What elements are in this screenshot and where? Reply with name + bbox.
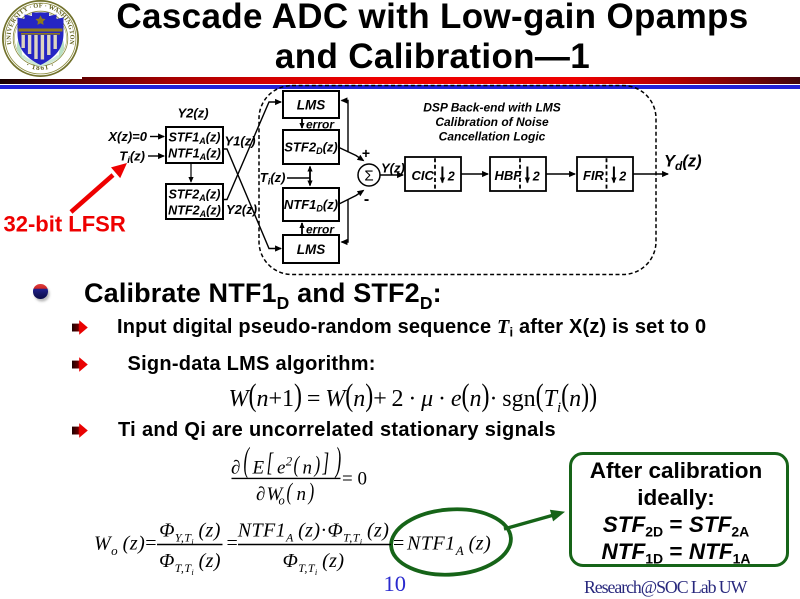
svg-text:LMS: LMS — [297, 242, 326, 257]
svg-text:Research@SOC Lab UW: Research@SOC Lab UW — [584, 577, 748, 597]
svg-text:10: 10 — [384, 571, 407, 596]
svg-text:∂: ∂ — [231, 457, 240, 478]
svg-text:FIR: FIR — [583, 168, 605, 183]
svg-text:[: [ — [267, 447, 275, 477]
svg-text:NTF1A (z): NTF1A (z) — [406, 533, 491, 559]
svg-text:]: ] — [322, 447, 329, 477]
svg-text:Y1(z): Y1(z) — [225, 134, 256, 149]
svg-text:∂: ∂ — [256, 484, 265, 505]
svg-text:NTF1A(z): NTF1A(z) — [168, 147, 221, 163]
svg-text:= 0: = 0 — [342, 468, 367, 489]
svg-text:Calibration of Noise: Calibration of Noise — [435, 115, 549, 129]
svg-text:o: o — [279, 494, 285, 508]
svg-text:+: + — [362, 145, 370, 161]
svg-text:2: 2 — [447, 170, 455, 184]
svg-text:2: 2 — [618, 170, 626, 184]
svg-text:STF1A(z): STF1A(z) — [169, 131, 221, 147]
svg-text:n: n — [303, 457, 313, 478]
svg-text:): ) — [314, 452, 321, 477]
svg-text:DSP Back-end with LMS: DSP Back-end with LMS — [423, 100, 561, 114]
svg-text:X(z)=0: X(z)=0 — [107, 129, 147, 144]
svg-text:NTF1D(z): NTF1D(z) — [284, 197, 338, 214]
svg-text:): ) — [334, 439, 341, 478]
svg-text:Y2(z): Y2(z) — [226, 202, 257, 217]
svg-text:W: W — [267, 484, 285, 505]
svg-text:(: ( — [287, 478, 294, 506]
svg-text:32-bit LFSR: 32-bit LFSR — [4, 211, 126, 236]
svg-text:2: 2 — [286, 454, 293, 469]
svg-text:Y(z): Y(z) — [381, 161, 405, 176]
svg-text:Cancellation Logic: Cancellation Logic — [439, 129, 546, 143]
svg-text:HBF: HBF — [495, 168, 523, 183]
svg-text:=: = — [393, 533, 404, 555]
svg-text:(: ( — [294, 452, 301, 477]
svg-text:error: error — [306, 223, 335, 237]
svg-text:Y2(z): Y2(z) — [177, 106, 208, 121]
svg-text:Wo (z)=: Wo (z)= — [94, 533, 157, 559]
svg-text:2: 2 — [532, 170, 540, 184]
svg-text:E: E — [252, 457, 265, 478]
svg-text:Ti(z): Ti(z) — [260, 170, 286, 188]
svg-text:CIC: CIC — [412, 168, 435, 183]
svg-text:n: n — [297, 484, 307, 505]
svg-text:LMS: LMS — [297, 98, 326, 113]
svg-text:): ) — [308, 478, 315, 506]
svg-text:NTF2A(z): NTF2A(z) — [168, 204, 221, 220]
svg-text:e: e — [277, 457, 285, 478]
svg-text:error: error — [306, 118, 335, 132]
svg-text:STF2A(z): STF2A(z) — [169, 188, 221, 204]
svg-text:Ti(z): Ti(z) — [119, 149, 145, 167]
svg-text:Yd(z): Yd(z) — [664, 153, 702, 174]
svg-text:-: - — [364, 191, 369, 208]
svg-text:(: ( — [244, 439, 251, 478]
svg-text:Σ: Σ — [364, 168, 373, 185]
svg-text:=: = — [227, 533, 238, 555]
svg-text:STF2D(z): STF2D(z) — [284, 140, 337, 157]
